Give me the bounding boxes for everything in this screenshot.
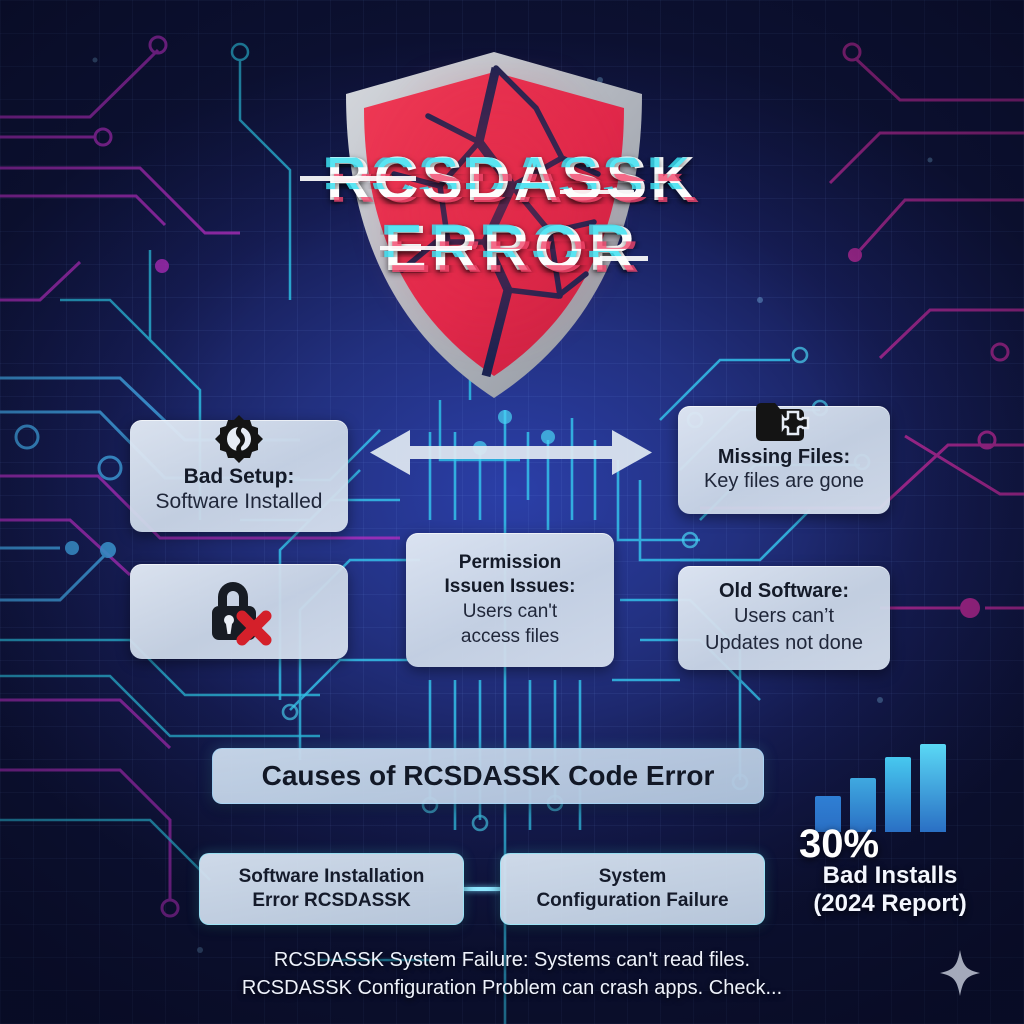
bar-2 xyxy=(850,778,876,832)
card-subtext-line-2: Updates not done xyxy=(705,631,863,654)
card-bad-setup[interactable]: Bad Setup: Software Installed xyxy=(130,414,348,532)
bottom-box-line-1: System xyxy=(598,865,667,887)
card-subtext: Key files are gone xyxy=(703,469,865,492)
card-heading-line-1: Permission xyxy=(458,551,562,573)
bar-1 xyxy=(815,796,841,832)
box-connector-line xyxy=(463,887,501,891)
card-heading: Missing Files: xyxy=(717,445,851,468)
footer-line-1: RCSDASSK System Failure: Systems can't r… xyxy=(273,949,751,971)
card-subtext-line-1: Users can’t xyxy=(733,605,835,628)
stat-bad-installs: 30% Bad Installs (2024 Report) xyxy=(795,744,985,928)
hero-title-line-2: ERROR xyxy=(0,216,1024,280)
gear-wrench-icon xyxy=(213,413,265,465)
card-permission-denied[interactable] xyxy=(130,564,348,659)
card-old-software[interactable]: Old Software: Users can’t Updates not do… xyxy=(678,566,890,670)
card-heading: Old Software: xyxy=(718,580,849,603)
bar-chart xyxy=(815,744,946,832)
double-headed-arrow-icon xyxy=(370,430,652,475)
four-point-star-icon xyxy=(940,950,980,996)
card-heading-line-2: Issuen Issues: xyxy=(444,576,576,598)
causes-banner[interactable]: Causes of RCSDASSK Code Error xyxy=(212,748,764,804)
card-missing-files[interactable]: Missing Files: Key files are gone xyxy=(678,402,890,514)
footer-line-2: RCSDASSK Configuration Problem can crash… xyxy=(241,977,783,1000)
bar-4 xyxy=(920,744,946,832)
folder-puzzle-icon xyxy=(754,398,814,446)
hero-title-line-1: RCSDASSK xyxy=(0,149,1024,211)
bottom-box-line-2: Error RCSDASSK xyxy=(252,890,411,911)
hero-title: RCSDASSK ERROR xyxy=(0,149,1024,280)
causes-banner-label: Causes of RCSDASSK Code Error xyxy=(261,760,715,791)
stat-percent: 30% xyxy=(799,822,880,866)
stat-label-line-2: (2024 Report) xyxy=(813,890,967,917)
hero-title-line-1-text: RCSDASSK xyxy=(326,149,698,211)
bottom-box-line-2: Configuration Failure xyxy=(536,890,729,911)
footer-text: RCSDASSK System Failure: Systems can't r… xyxy=(0,946,1024,1003)
card-heading: Bad Setup: xyxy=(183,464,295,488)
bar-3 xyxy=(885,757,911,832)
hero-title-line-2-text: ERROR xyxy=(384,216,640,280)
card-subtext-line-1: Users can't xyxy=(462,601,558,622)
stat-label-line-1: Bad Installs xyxy=(822,862,958,889)
unlocked-padlock-red-x-icon xyxy=(200,576,278,648)
card-permission-issues[interactable]: Permission Issuen Issues: Users can't ac… xyxy=(406,533,614,667)
bottom-box-line-1: Software Installation xyxy=(238,865,425,887)
card-subtext-line-2: access files xyxy=(460,625,560,647)
card-subtext: Software Installed xyxy=(155,489,323,513)
